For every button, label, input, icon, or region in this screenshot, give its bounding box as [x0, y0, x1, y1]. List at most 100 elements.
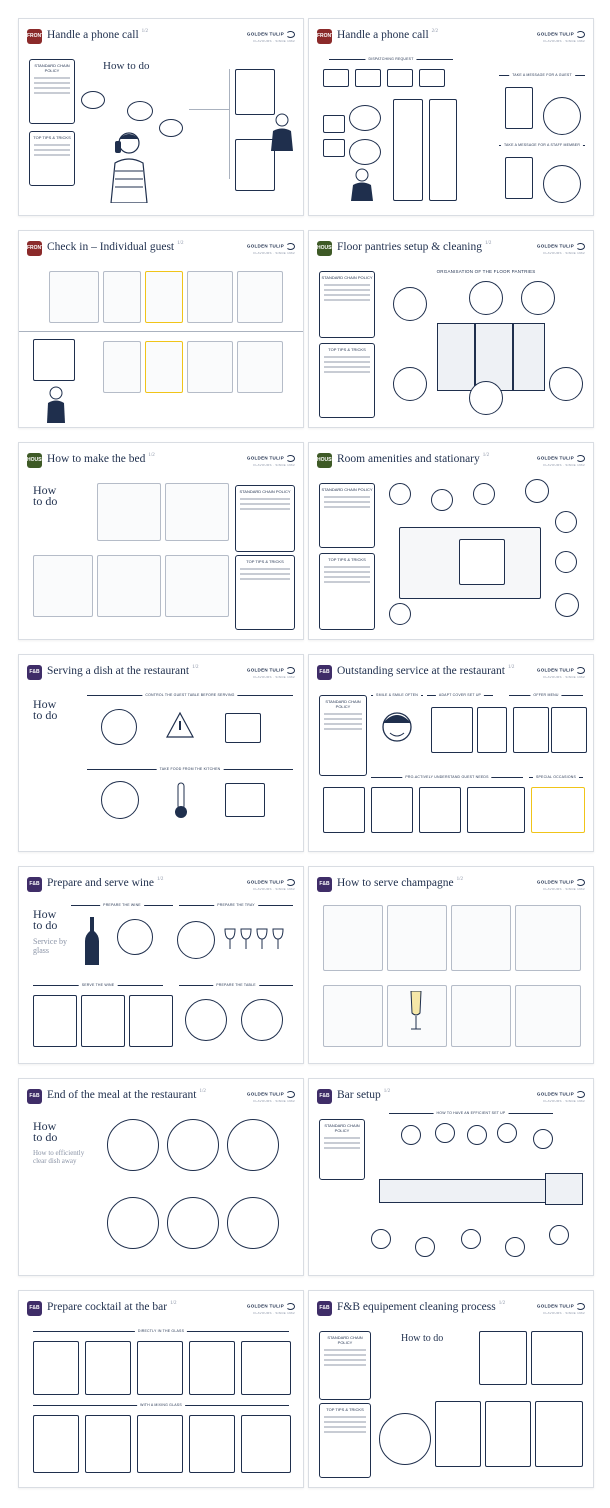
service-by-glass-label: Service by glass [33, 937, 67, 955]
tips-box: TOP TIPS & TRICKS [319, 1403, 371, 1478]
card-outstanding-service[interactable]: F&B Outstanding service at the restauran… [308, 654, 594, 852]
how-to-do-heading: How to do [33, 483, 58, 508]
cleaning-step-panel [479, 1331, 527, 1385]
section-header: SMILE & SMILE OFTEN [371, 693, 423, 703]
thermometer-icon [175, 782, 187, 818]
cocktail-step-panel [189, 1341, 235, 1395]
cleaning-step-panel [485, 1401, 531, 1467]
step-box [387, 69, 413, 87]
hand-icon [543, 165, 581, 203]
amenity-bubble [555, 593, 579, 617]
section-header: DISPATCHING REQUEST [329, 57, 453, 67]
amenity-bubble [555, 511, 577, 533]
policy-box: STANDARD CHAIN POLICY [319, 695, 367, 776]
amenity-bubble [555, 551, 577, 573]
detail-bubble [393, 367, 427, 401]
bar-tool-bubble [435, 1123, 455, 1143]
detail-bubble [469, 281, 503, 315]
cover-setup-panel [431, 707, 473, 753]
plate-icon [101, 781, 139, 819]
bar-counter [379, 1179, 551, 1203]
flow-line [189, 109, 229, 110]
dept-badge: F&B [27, 1089, 42, 1104]
receptionist-illustration [47, 386, 65, 423]
cleaning-step-panel [535, 1401, 583, 1467]
bar-tool-bubble [401, 1125, 421, 1145]
step-panel [103, 341, 141, 393]
tips-box: TOP TIPS & TRICKS [29, 131, 75, 186]
card-check-in[interactable]: FRONT OFFICE Check in – Individual guest… [18, 230, 304, 428]
thought-bubble [81, 91, 105, 109]
agent-illustration [271, 113, 293, 151]
serving-scene-panel [81, 995, 125, 1047]
step-box [323, 115, 345, 133]
bed-step-panel [97, 483, 161, 541]
step-box [393, 99, 423, 201]
champagne-step-panel [515, 905, 581, 971]
guest-needs-panel [323, 787, 365, 833]
bar-tool-bubble [505, 1237, 525, 1257]
how-to-do-heading: How to do [103, 60, 150, 72]
cocktail-step-panel [137, 1415, 183, 1473]
champagne-glass-icon [410, 991, 422, 1030]
champagne-step-panel [323, 905, 383, 971]
menu-panel [551, 707, 587, 753]
champagne-step-panel [387, 905, 447, 971]
tray-icon [177, 921, 215, 959]
bed-step-panel [97, 555, 161, 617]
serving-scene-panel [33, 995, 77, 1047]
bed-step-panel [33, 555, 93, 617]
note-box [33, 339, 75, 381]
thought-bubble [349, 139, 381, 165]
section-header: WITH A MIXING GLASS [33, 1403, 289, 1413]
table-setting-icon [241, 999, 283, 1041]
clearing-step-circle [167, 1197, 219, 1249]
clearing-step-circle [107, 1119, 159, 1171]
bar-tool-bubble [415, 1237, 435, 1257]
step-panel [187, 271, 233, 323]
step-panel [237, 271, 283, 323]
cocktail-step-panel [85, 1341, 131, 1395]
policy-box: STANDARD CHAIN POLICY [319, 483, 375, 548]
section-header: TAKE A MESSAGE FOR A STAFF MEMBER [499, 143, 585, 153]
card-room-amenities[interactable]: HOUSEKEEPING Room amenities and stationa… [308, 442, 594, 640]
cleaning-step-circle [379, 1413, 431, 1465]
section-header: PRO-ACTIVELY UNDERSTAND GUEST NEEDS [371, 775, 523, 785]
step-box [355, 69, 381, 87]
section-header: DIRECTLY IN THE GLASS [33, 1329, 289, 1339]
cocktail-step-panel [189, 1415, 235, 1473]
message-form [505, 157, 533, 199]
section-header: PREPARE THE WINE [71, 903, 173, 913]
bar-tool-bubble [371, 1229, 391, 1249]
card-floor-pantries[interactable]: HOUSEKEEPING Floor pantries setup & clea… [308, 230, 594, 428]
thought-bubble [349, 105, 381, 131]
clearing-step-circle [227, 1197, 279, 1249]
how-to-do-heading: How to do [33, 1119, 58, 1144]
cleaning-step-panel [435, 1401, 481, 1467]
policy-box: STANDARD CHAIN POLICY [319, 271, 375, 338]
step-box [235, 139, 275, 191]
thought-bubble [127, 101, 153, 121]
cocktail-step-panel [241, 1341, 291, 1395]
